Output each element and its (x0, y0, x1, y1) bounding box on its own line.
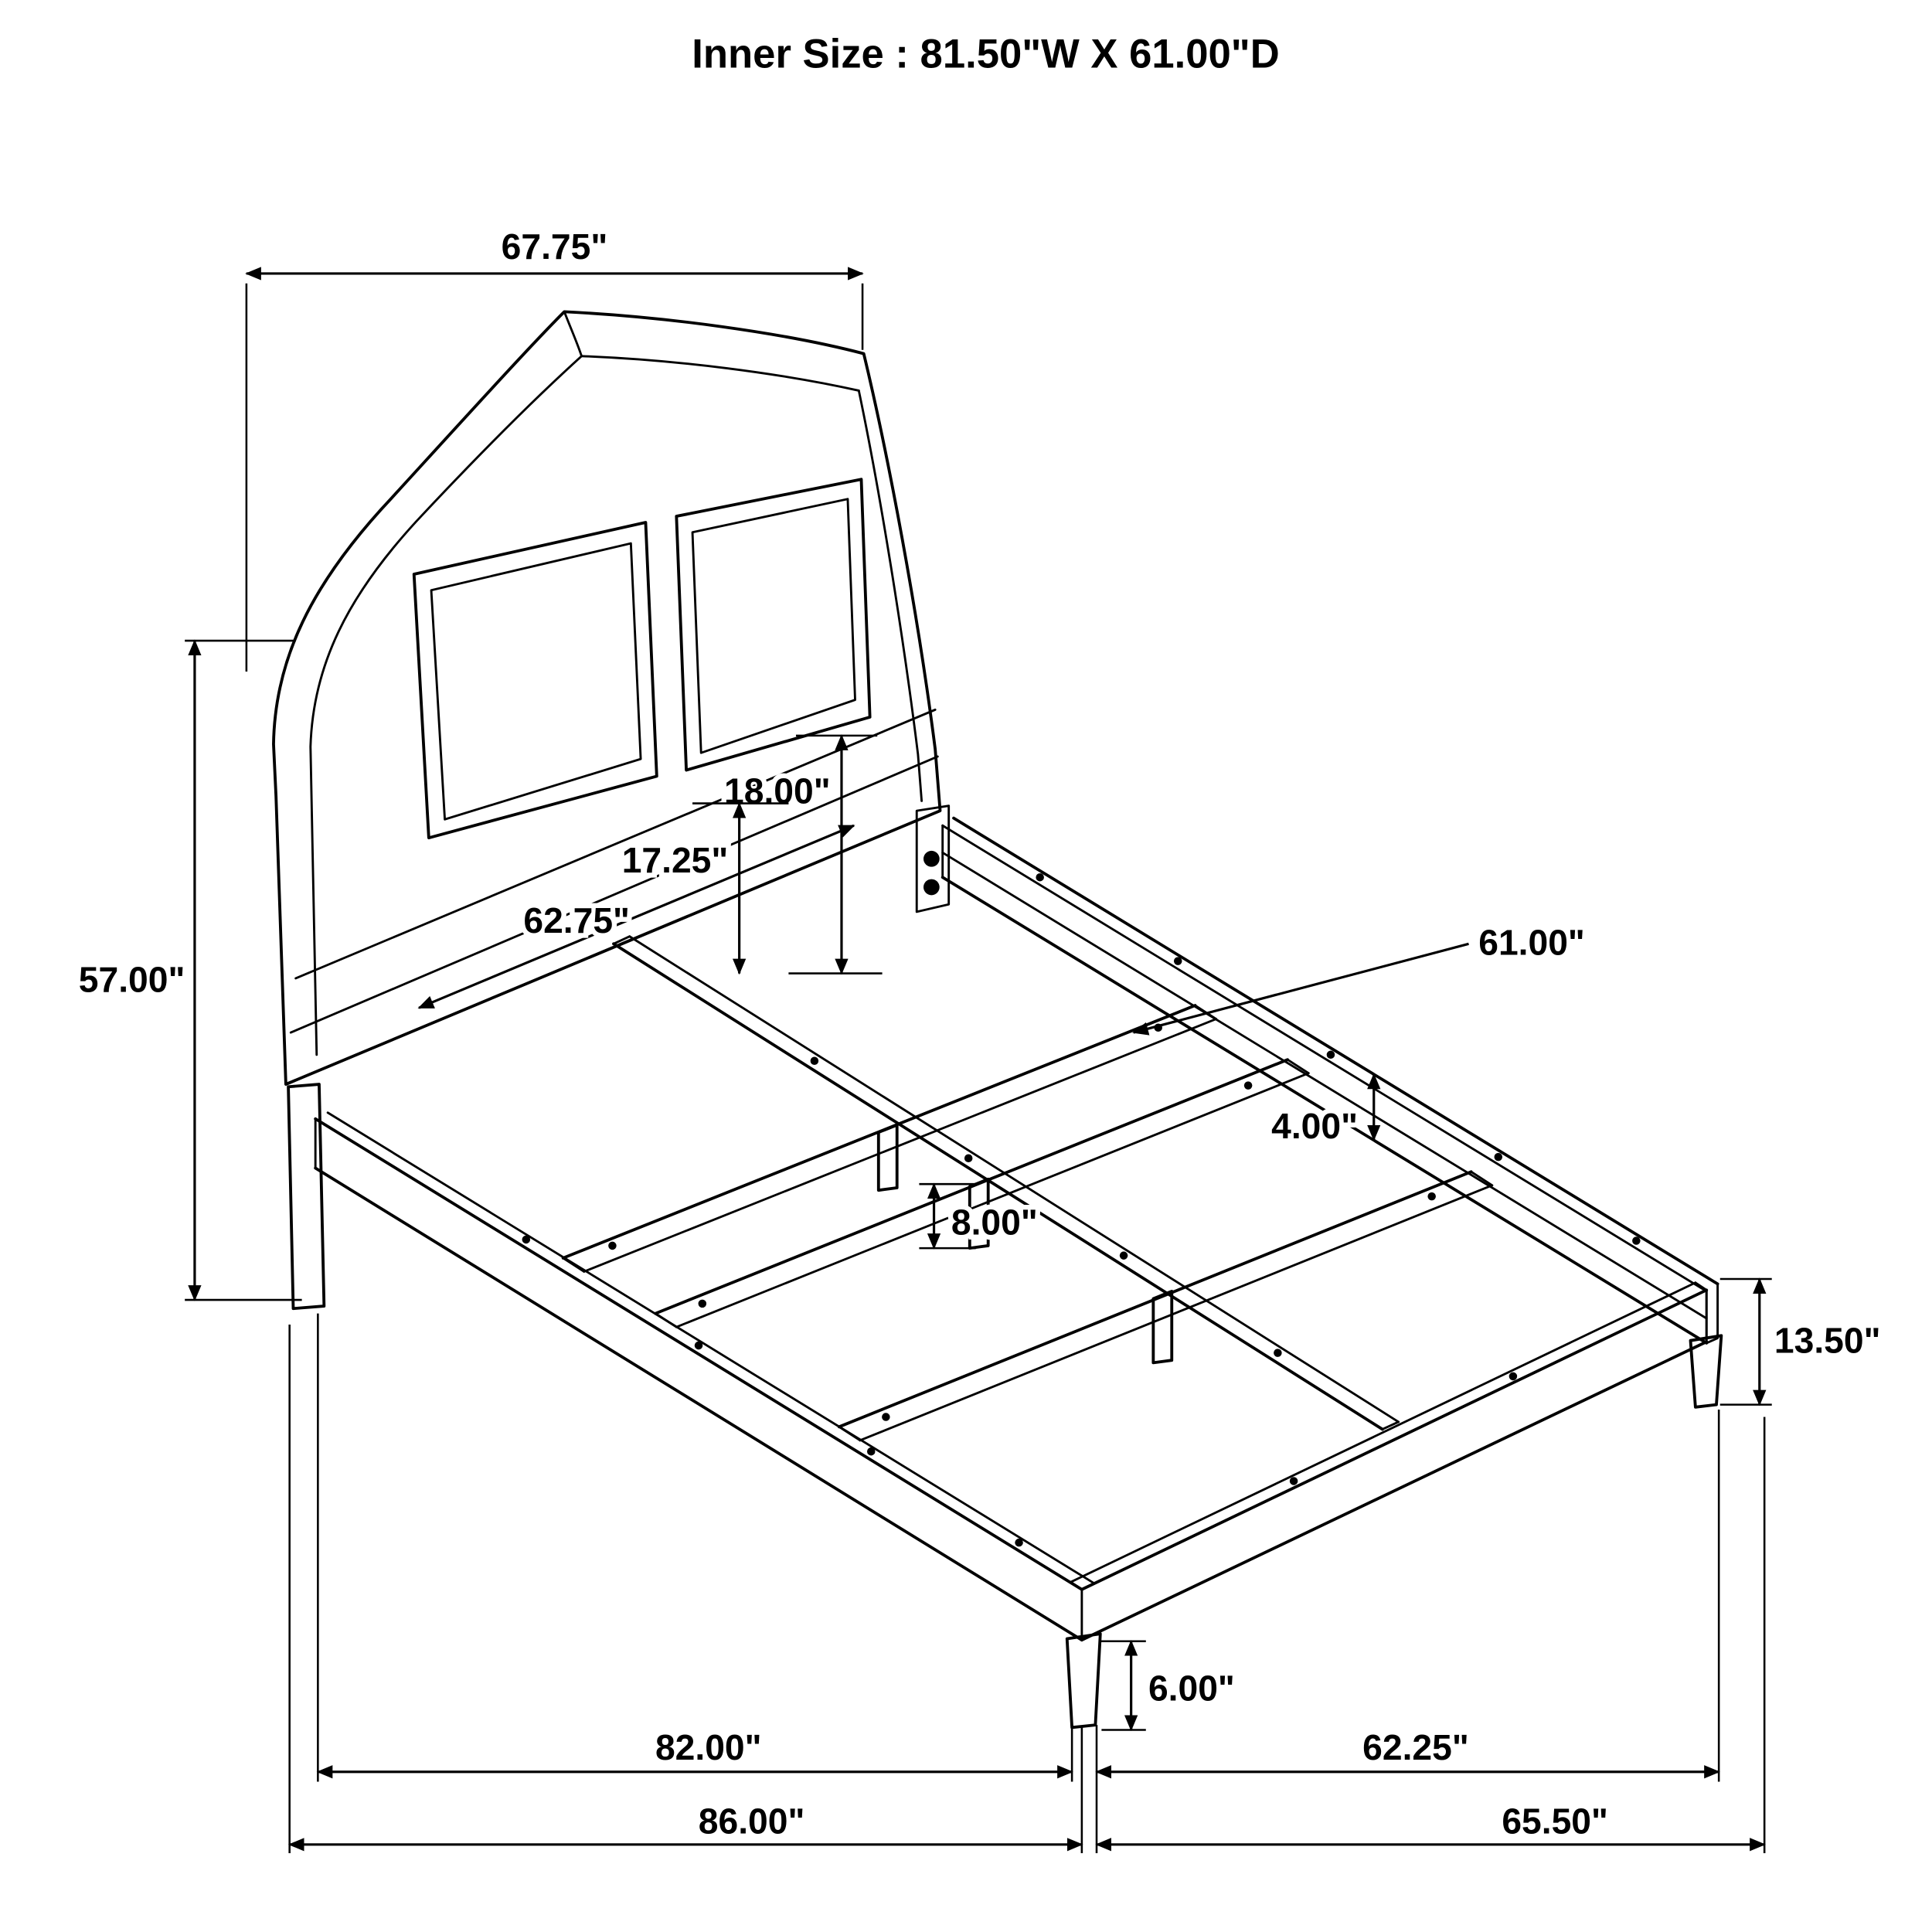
dim-headboard-inner-width: 62.75" (417, 824, 855, 1009)
headboard-panel-right (675, 478, 872, 772)
dim-label-frame-length: 82.00" (655, 1727, 762, 1767)
headboard-panel-left-inner (430, 542, 642, 821)
headboard-panel-left (412, 521, 658, 840)
headboard-leg-left (287, 1083, 326, 1311)
dim-label-slat-length: 61.00" (1478, 923, 1585, 963)
dim-label-headboard-inner-width: 62.75" (523, 900, 630, 940)
dim-label-headboard-height: 57.00" (79, 959, 185, 999)
dim-foot-leg-height: 6.00" (1099, 1639, 1240, 1732)
page-title: Inner Size : 81.50"W X 61.00"D (692, 32, 1279, 77)
dimension-annotations: 67.75" 57.00" 18.00" 17.25" 62.75" 61.00… (73, 221, 1886, 1853)
support-leg-2 (968, 1177, 990, 1250)
dim-frame-length: 82.00" (316, 1313, 1073, 1782)
foot-leg-right (1689, 1334, 1723, 1409)
support-leg-1 (876, 1123, 899, 1192)
dim-label-headboard-width: 67.75" (502, 226, 608, 267)
dim-label-overall-width: 65.50" (1502, 1801, 1608, 1841)
dim-footboard-height: 13.50" (1719, 1277, 1886, 1406)
foot-rail (1065, 1281, 1723, 1730)
foot-leg-front (1065, 1632, 1102, 1730)
headboard-left-stile-inner (309, 355, 583, 1056)
dim-panel-height: 18.00" (719, 734, 883, 975)
dim-support-leg-height: 8.00" (919, 1182, 1043, 1250)
rail-bracket (915, 804, 951, 913)
headboard-outline (272, 310, 942, 1086)
side-rail-near (314, 1111, 1096, 1642)
bed-drawing (272, 310, 1723, 1730)
headboard-roll-inner (580, 355, 860, 392)
slats (561, 1004, 1494, 1442)
dim-label-support-leg-height: 8.00" (951, 1202, 1038, 1243)
dim-slat-length: 61.00" (1132, 917, 1590, 1036)
dim-side-rail-height: 4.00" (1267, 1073, 1381, 1151)
headboard (272, 310, 951, 1311)
dim-headboard-height: 57.00" (73, 639, 302, 1301)
dim-label-foot-width-inner: 62.25" (1362, 1727, 1469, 1767)
dim-overall-length: 86.00" (287, 1324, 1083, 1853)
bracket-bolt-1 (923, 850, 940, 867)
support-leg-3 (1151, 1290, 1174, 1365)
dim-headboard-width: 67.75" (245, 221, 864, 672)
side-rail-far (940, 816, 1719, 1345)
dim-label-overall-length: 86.00" (699, 1801, 805, 1841)
headboard-panel-right-inner (691, 498, 856, 754)
dim-label-foot-leg-height: 6.00" (1148, 1668, 1235, 1708)
dim-label-side-rail-height: 4.00" (1271, 1106, 1358, 1146)
headboard-roll-edge (563, 310, 583, 358)
dim-foot-width-inner: 62.25" (1095, 1409, 1720, 1853)
screw-dots (522, 872, 1641, 1547)
bracket-bolt-2 (923, 879, 940, 896)
dim-overall-width: 65.50" (1095, 1417, 1766, 1853)
dim-label-footboard-height: 13.50" (1774, 1321, 1881, 1361)
dim-label-panel-inner-height: 17.25" (622, 840, 729, 880)
